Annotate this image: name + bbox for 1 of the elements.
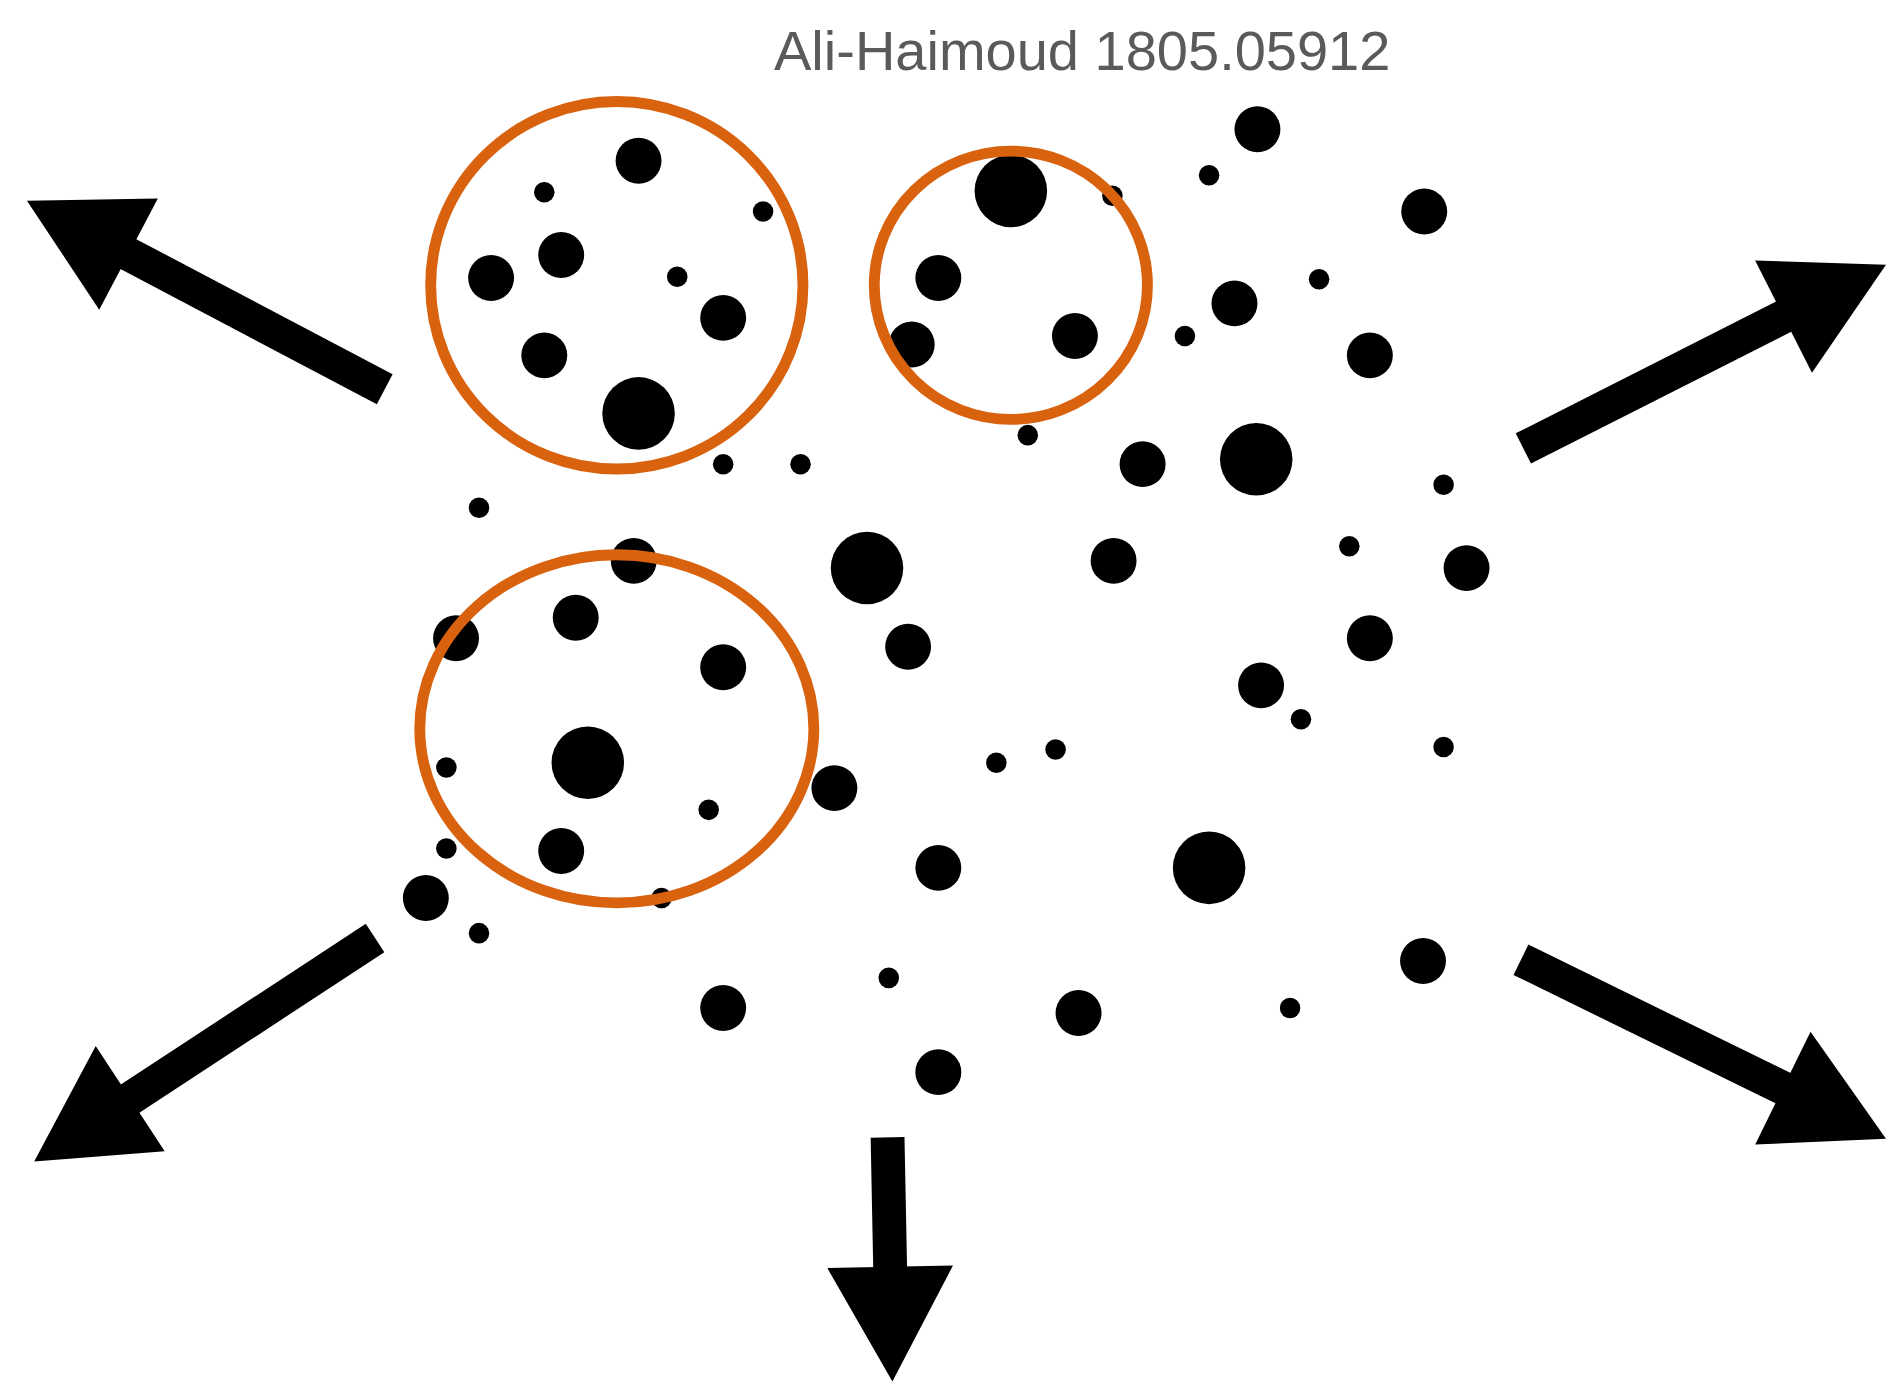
citation-label: Ali-Haimoud 1805.05912	[774, 18, 1391, 83]
